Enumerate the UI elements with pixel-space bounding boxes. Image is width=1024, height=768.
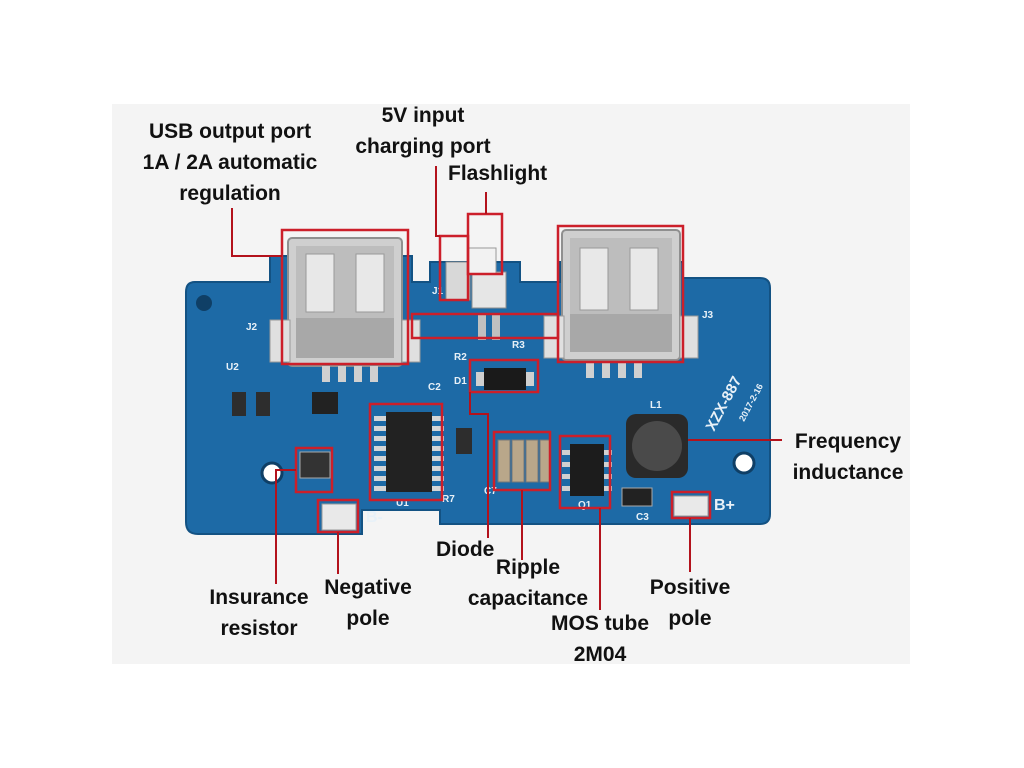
label-frequency-inductance: Frequency inductance bbox=[792, 430, 904, 484]
highlight-ic bbox=[368, 402, 444, 502]
label-flashlight: Flashlight bbox=[448, 162, 548, 185]
smd-part bbox=[456, 428, 472, 454]
silk-r3: R3 bbox=[512, 340, 525, 351]
label-mos-tube: MOS tube 2M04 bbox=[551, 612, 649, 666]
flashlight-led bbox=[467, 247, 497, 275]
highlight-mos bbox=[558, 434, 612, 510]
mount-hole bbox=[732, 451, 756, 475]
label-diode: Diode bbox=[436, 538, 495, 561]
ripple-capacitors bbox=[497, 439, 551, 483]
silk-c7: C7 bbox=[484, 486, 497, 497]
mos-tube-q1 bbox=[562, 444, 612, 496]
silk-b-minus: B- bbox=[366, 509, 383, 526]
smd-part bbox=[232, 392, 246, 416]
highlight-usb-left bbox=[280, 228, 410, 366]
silk-q1: Q1 bbox=[578, 500, 592, 511]
insurance-resistor-part bbox=[299, 451, 331, 479]
silk-r2: R2 bbox=[454, 352, 467, 363]
smd-part bbox=[621, 487, 653, 507]
silk-b-plus: B+ bbox=[714, 497, 735, 514]
silk-j1: J1 bbox=[432, 286, 444, 297]
diode-d1 bbox=[476, 368, 534, 390]
silk-u2: U2 bbox=[226, 362, 239, 373]
leader-diode bbox=[469, 392, 489, 538]
label-insurance-resistor: Insurance resistor bbox=[209, 586, 309, 640]
silk-c2: C2 bbox=[428, 382, 441, 393]
inductor-l1 bbox=[626, 414, 688, 478]
silk-j2: J2 bbox=[246, 322, 258, 333]
mount-hole bbox=[196, 295, 212, 311]
leader-input-port bbox=[435, 166, 440, 237]
silk-u1: U1 bbox=[396, 498, 409, 509]
mount-hole bbox=[260, 461, 284, 485]
smd-transistor bbox=[312, 392, 338, 414]
highlight-port-strip bbox=[410, 312, 560, 340]
label-usb-output: USB output port 1A / 2A automatic regula… bbox=[142, 120, 318, 205]
leader-insurance bbox=[275, 469, 296, 584]
leader-usb-output bbox=[231, 208, 282, 257]
usb-port-left bbox=[269, 237, 421, 382]
label-input-port: 5V input charging port bbox=[355, 104, 491, 158]
label-positive-pole: Positive pole bbox=[649, 576, 731, 630]
ic-u1 bbox=[374, 412, 444, 492]
silk-d1: D1 bbox=[454, 376, 467, 387]
silk-j3: J3 bbox=[702, 310, 714, 321]
highlight-diode bbox=[468, 358, 540, 394]
highlight-usb-right bbox=[556, 224, 685, 364]
usb-port-right bbox=[543, 229, 699, 378]
silk-c3: C3 bbox=[636, 512, 649, 523]
silk-l1: L1 bbox=[650, 400, 662, 411]
positive-pad bbox=[673, 495, 709, 517]
input-connector bbox=[445, 261, 507, 340]
label-ripple-capacitance: Ripple capacitance bbox=[467, 556, 589, 610]
silk-r7: R7 bbox=[442, 494, 455, 505]
label-negative-pole: Negative pole bbox=[324, 576, 412, 630]
negative-pad bbox=[321, 503, 357, 531]
smd-part bbox=[256, 392, 270, 416]
